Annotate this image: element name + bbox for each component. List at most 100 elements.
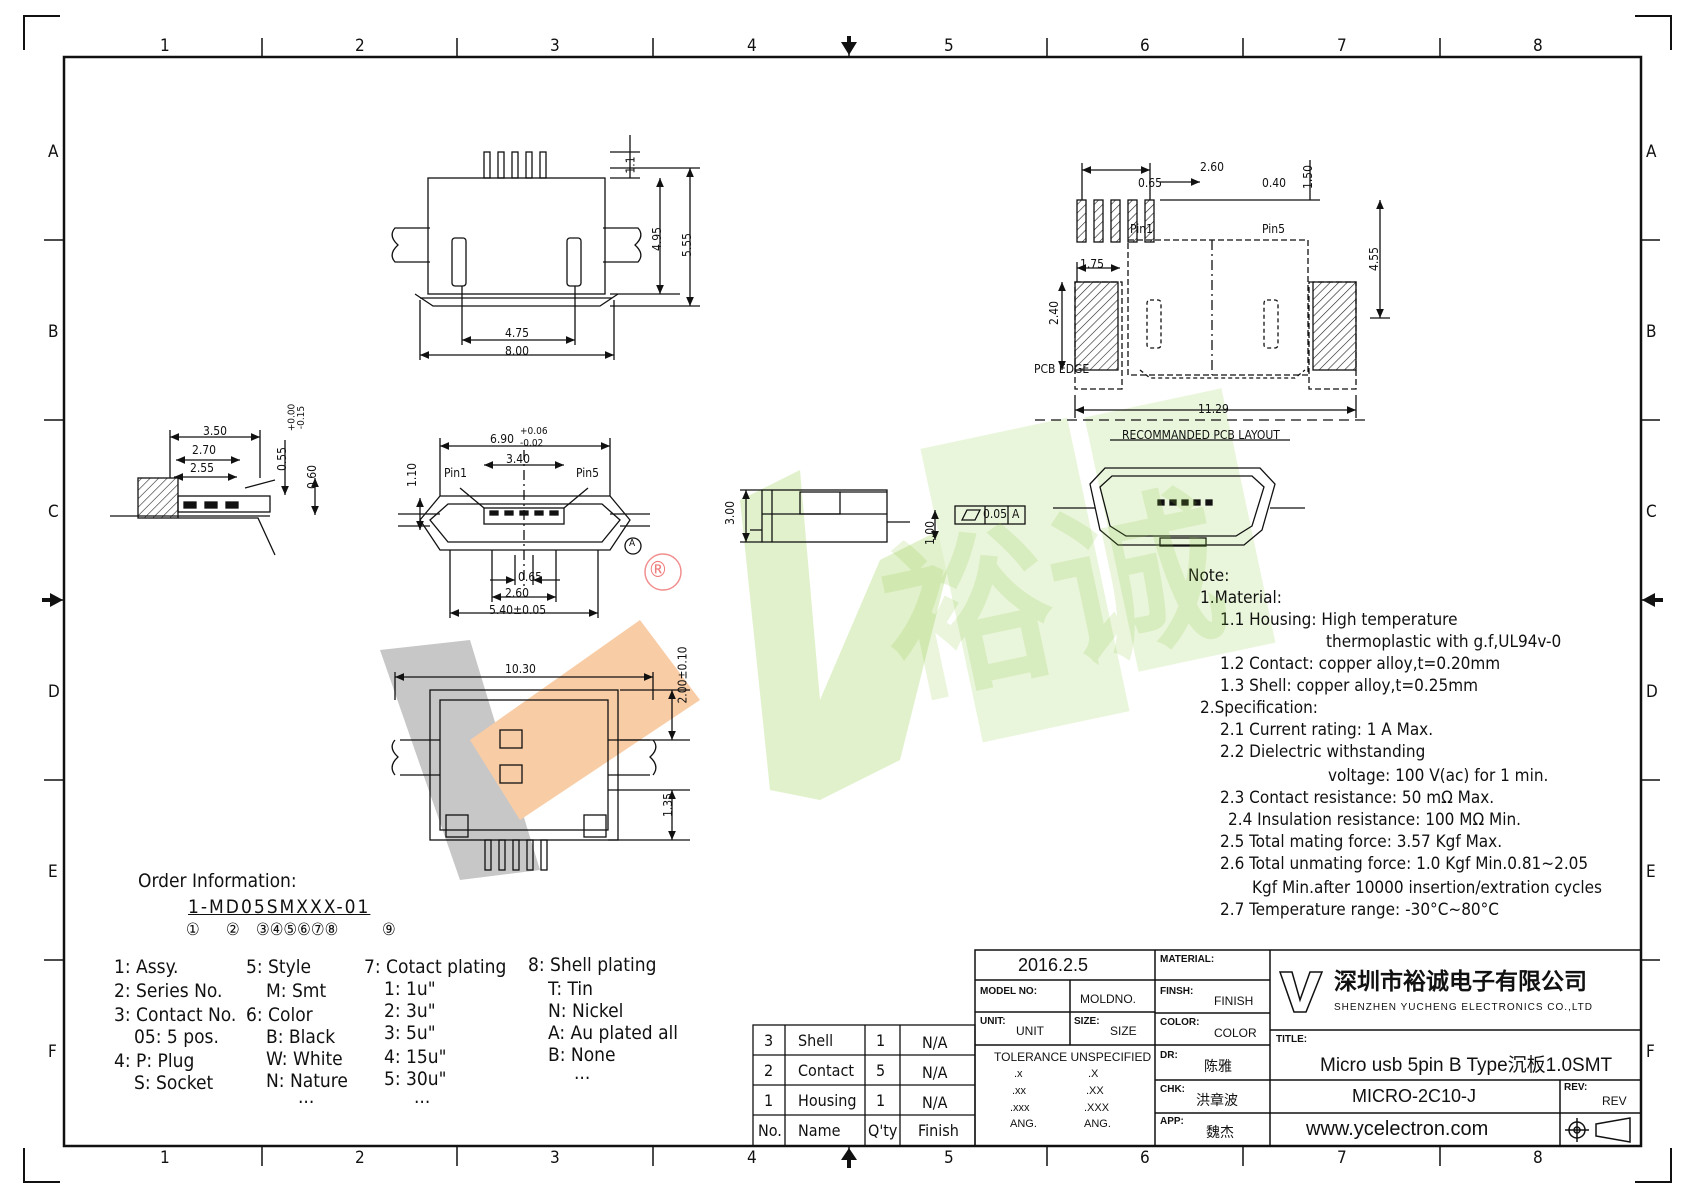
dim-1-35: 1.35 [661,792,676,818]
dr-label: DR: [1160,1050,1178,1061]
bom-cell: Contact [798,1061,854,1080]
bom-cell: 1 [764,1091,774,1110]
zone-col-4-bottom: 4 [747,1148,757,1168]
zone-col-8-bottom: 8 [1533,1148,1543,1168]
title-block [974,949,1642,1147]
color-value: COLOR [1214,1026,1257,1040]
dim-pcb-2-60: 2.60 [1200,160,1225,174]
note-line: 2.4 Insulation resistance: 100 MΩ Min. [1228,810,1521,830]
tol-cell: ANG. [1084,1118,1111,1130]
pcb-edge-label: PCB EDGE [1034,362,1090,376]
zone-col-5-bottom: 5 [944,1148,954,1168]
order-item: 4: P: Plug [114,1050,195,1072]
order-item: N: Nickel [548,1000,624,1022]
bom-cell: N/A [922,1033,948,1052]
dim-8-00: 8.00 [505,344,530,358]
bom-cell: Housing [798,1091,857,1110]
zone-row-c-right: C [1646,502,1657,522]
order-item: B: None [548,1044,616,1066]
zone-col-7: 7 [1337,36,1347,56]
pcb-pin5-label: Pin5 [1262,222,1285,236]
dim-pcb-0-65: 0.65 [1138,176,1163,190]
company-name-cn: 深圳市裕诚电子有限公司 [1334,968,1587,994]
order-item: B: Black [266,1026,336,1048]
tol-cell: .x [1014,1068,1023,1080]
order-item: S: Socket [134,1072,214,1094]
note-line: Kgf Min.after 10000 insertion/extration … [1252,878,1602,898]
order-item: 2: 3u" [384,1000,436,1022]
flatness-datum: A [1012,507,1020,521]
tol-cell: .xx [1012,1085,1027,1097]
note-line: 2.Specification: [1200,698,1318,718]
bom-header: Finish [918,1121,959,1140]
dim-pcb-4-55: 4.55 [1367,246,1382,272]
dim-10-30: 10.30 [505,662,536,676]
order-item: 4: 15u" [384,1046,447,1068]
bom-table [752,1024,976,1147]
zone-col-5: 5 [944,36,954,56]
size-value: SIZE [1110,1024,1137,1038]
dim-3-00: 3.00 [723,500,738,526]
zone-col-6-bottom: 6 [1140,1148,1150,1168]
dim-0-55: 0.55 [275,446,290,472]
pcb-layout [1035,160,1390,441]
note-line: 2.1 Current rating: 1 A Max. [1220,720,1434,740]
order-marker: ⑨ [382,920,396,940]
note-line: 2.6 Total unmating force: 1.0 Kgf Min.0.… [1220,854,1589,874]
zone-col-8: 8 [1533,36,1543,56]
bom-cell: N/A [922,1063,948,1082]
tol-cell: .XXX [1084,1102,1110,1114]
zone-col-1: 1 [160,36,170,56]
note-line: 2.3 Contact resistance: 50 mΩ Max. [1220,788,1495,808]
zone-row-c: C [48,502,59,522]
order-item: ... [298,1086,315,1108]
title-label: TITLE: [1276,1034,1308,1045]
dim-2-55: 2.55 [190,461,215,475]
zone-row-d-right: D [1646,682,1658,702]
zone-row-e-right: E [1646,862,1656,882]
app-label: APP: [1160,1116,1184,1127]
zone-row-a-right: A [1646,142,1657,162]
top-view [391,135,700,360]
unit-value: UNIT [1016,1024,1044,1038]
zone-col-7-bottom: 7 [1337,1148,1347,1168]
bom-header: Name [798,1121,841,1140]
bottom-view [391,672,690,871]
order-item: ... [574,1062,591,1084]
order-item: A: Au plated all [548,1022,679,1044]
flatness-value: 0.05 [983,507,1008,521]
datum-a-label: A [629,538,636,549]
front-pin1-label: Pin1 [444,466,467,480]
rev-value: REV [1602,1094,1627,1108]
order-item: 5: 30u" [384,1068,447,1090]
finish-label: FINSH: [1160,986,1194,997]
unit-label: UNIT: [980,1016,1006,1027]
zone-row-f: F [48,1042,57,1062]
dim-2-70: 2.70 [192,443,217,457]
zone-col-2-bottom: 2 [355,1148,365,1168]
dim-3-50: 3.50 [203,424,228,438]
dim-2-60: 2.60 [505,586,530,600]
bom-cell: N/A [922,1093,948,1112]
model-no-value: MOLDNO. [1080,992,1137,1006]
model-no-label: MODEL NO: [980,986,1038,997]
note-line: 1.1 Housing: High temperature [1220,610,1458,630]
order-marker: ③④⑤⑥⑦⑧ [256,920,339,940]
zone-row-e: E [48,862,58,882]
order-item: 3: Contact No. [114,1004,237,1026]
order-item: 6: Color [246,1004,313,1026]
note-line: 1.3 Shell: copper alloy,t=0.25mm [1220,676,1479,696]
order-item: ... [414,1086,431,1108]
order-item: 8: Shell plating [528,954,657,976]
note-line: 2.5 Total mating force: 3.57 Kgf Max. [1220,832,1503,852]
zone-col-3: 3 [550,36,560,56]
note-line: 2.7 Temperature range: -30°C~80°C [1220,900,1499,920]
zone-row-f-right: F [1646,1042,1655,1062]
dim-3-40: 3.40 [506,452,531,466]
order-item: 3: 5u" [384,1022,436,1044]
side-section [110,430,319,556]
bom-cell: 5 [876,1061,886,1080]
note-line: thermoplastic with g.f,UL94v-0 [1326,632,1562,652]
zone-row-b: B [48,322,59,342]
profile-view [740,489,1026,543]
